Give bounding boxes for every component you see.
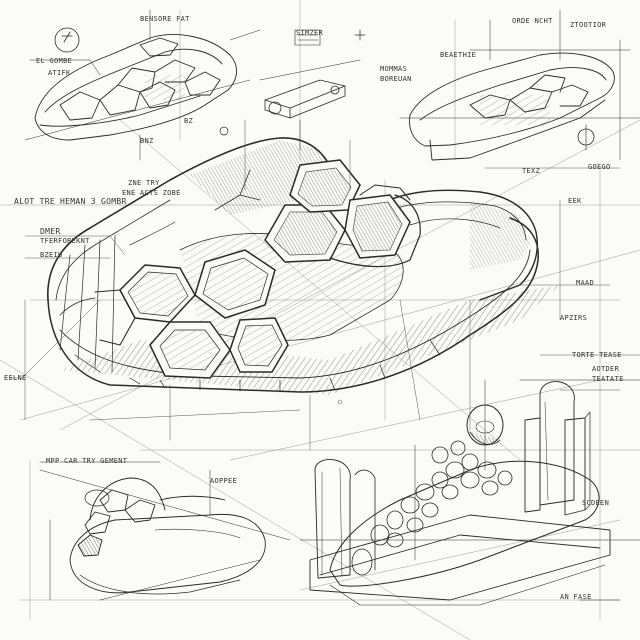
sketch-top-right-clog bbox=[399, 9, 640, 161]
annotation-label: BENSORE FAT bbox=[140, 15, 190, 23]
annotation-label: TEXZ bbox=[522, 167, 541, 175]
annotation-label: DMER bbox=[40, 227, 61, 236]
annotation-label: ZNE TRY bbox=[128, 179, 160, 187]
exploded-cells bbox=[351, 440, 513, 576]
main-clog-hex-cells bbox=[94, 159, 411, 379]
annotation-label: BOREUAN bbox=[380, 75, 412, 83]
annotation-label: BEAETHIE bbox=[440, 51, 477, 59]
annotation-label: GOEGO bbox=[588, 163, 611, 171]
annotation-label: AOTDER bbox=[592, 365, 620, 373]
annotation-label: TORTE TEASE bbox=[572, 351, 622, 359]
main-clog-dimension-lines bbox=[9, 119, 640, 451]
annotation-label: TEATATE bbox=[592, 375, 624, 383]
annotation-label: AN FASE bbox=[560, 593, 592, 601]
sketch-top-center-part bbox=[219, 29, 366, 151]
sketch-bottom-right-exploded bbox=[299, 379, 640, 606]
annotation-label: EL GOMBE bbox=[36, 57, 73, 65]
annotation-label: BZEIU bbox=[40, 251, 63, 259]
sketch-bottom-left-clog bbox=[39, 461, 291, 601]
annotation-label: ZTOOTIOR bbox=[570, 21, 607, 29]
sketch-main-clog bbox=[9, 119, 640, 451]
annotation-label: SCDEEN bbox=[582, 499, 610, 507]
annotation-label: BNZ bbox=[140, 137, 154, 145]
annotation-label: APZIRS bbox=[560, 314, 588, 322]
annotation-label: ENE ACTS ZOBE bbox=[122, 189, 181, 197]
annotation-label: ALOT TRE HEMAN 3 GOMBR bbox=[14, 197, 127, 206]
annotation-label: BZ bbox=[184, 117, 194, 125]
annotation-label: ATIFK bbox=[48, 69, 71, 77]
annotation-label: AOPPEE bbox=[210, 477, 238, 485]
annotation-label: EELNE bbox=[4, 374, 27, 382]
annotation-label: MAAD bbox=[576, 279, 595, 287]
annotation-label: EEK bbox=[568, 197, 582, 205]
annotation-label: MPP CAR TRY GEMENT bbox=[46, 457, 128, 465]
annotation-label: SIMZER bbox=[296, 29, 324, 37]
sketch-top-left-clog bbox=[24, 9, 261, 161]
annotation-label: MOMMAS bbox=[380, 65, 408, 73]
annotation-label: ORDE NCHT bbox=[512, 17, 553, 25]
annotation-label: TFERFOREKNT bbox=[40, 237, 90, 245]
